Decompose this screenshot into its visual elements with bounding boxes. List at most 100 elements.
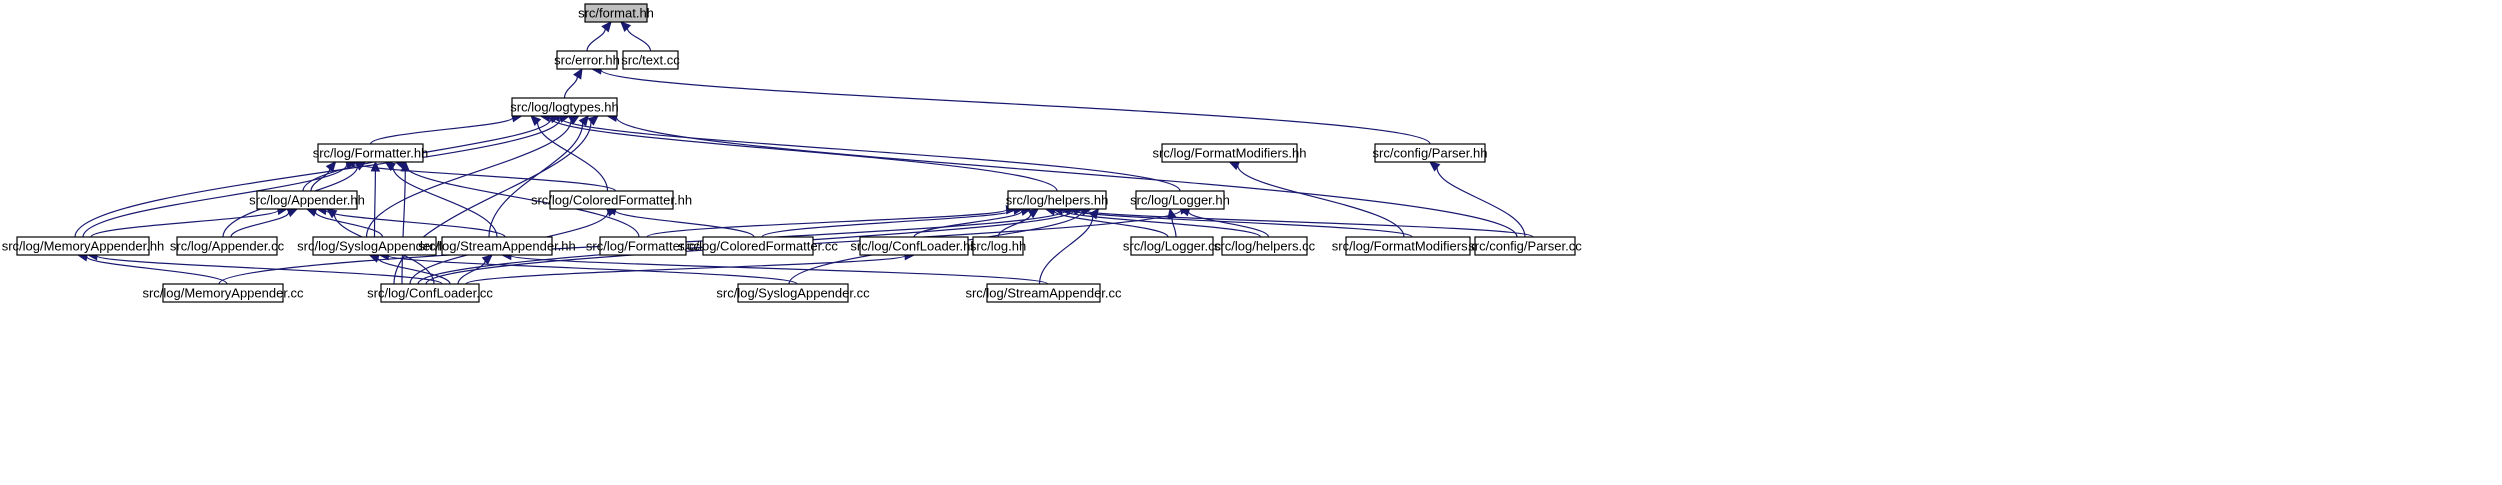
edge-error_hh-to-format_hh [586,21,612,52]
node-config-parser-cc[interactable]: src/config/Parser.cc [1468,236,1582,256]
node-coloredformatter-hh[interactable]: src/log/ColoredFormatter.hh [531,190,692,210]
edge-line [457,260,486,285]
edge-line [82,164,348,238]
arrowhead [325,208,338,219]
edge-line [314,211,384,238]
arrowhead [325,161,337,173]
node-label: src/log/ConfLoader.hh [850,239,977,254]
edge-logger_hh-to-logtypes_hh [548,112,1181,192]
node-confloader-hh[interactable]: src/log/ConfLoader.hh [850,236,978,256]
node-label: src/log/Appender.cc [170,239,285,254]
node-box [312,236,437,256]
node-box [1474,236,1576,256]
edge-logger_cc-to-logger_hh [1167,207,1177,238]
node-box [859,236,969,256]
node-confloader-cc[interactable]: src/log/ConfLoader.cc [367,283,493,303]
edge-text_cc-to-format_hh [620,21,652,52]
node-box [584,3,648,23]
node-config-parser-hh[interactable]: src/config/Parser.hh [1373,143,1488,163]
node-format-hh[interactable]: src/format.hh [578,3,654,23]
edge-coloredformatter_cc-to-coloredformatter_hh [605,206,755,238]
node-box [986,283,1101,303]
node-label: src/log/SyslogAppender.cc [716,286,870,301]
node-box [317,143,424,163]
edge-line [615,116,1518,238]
node-logger-cc[interactable]: src/log/Logger.cc [1123,236,1222,256]
edge-line [1436,167,1526,238]
edge-line [403,164,640,238]
edge-line [373,170,376,238]
node-label: src/log/StreamAppender.cc [965,286,1122,301]
edge-line [465,255,906,285]
edge-line [646,209,1008,238]
node-box [511,97,618,117]
node-label: src/error.hh [554,53,620,68]
edge-appender_hh-to-formatter_hh [310,161,337,192]
edge-line [563,76,578,99]
arrowhead [578,115,590,127]
node-formatter-cc[interactable]: src/log/Formatter.cc [586,236,701,256]
node-label: src/log/ColoredFormatter.hh [531,193,692,208]
node-label: src/log/Formatter.hh [313,146,429,161]
node-helpers-hh[interactable]: src/log/helpers.hh [1006,190,1109,210]
node-box [1130,236,1214,256]
arrowhead [1429,161,1441,172]
arrowhead [286,208,299,218]
arrowhead [587,115,599,126]
arrowhead [530,115,542,127]
edge-line [1069,209,1413,238]
edge-line [377,257,451,285]
arrowhead [384,161,397,172]
edge-line [626,28,652,52]
edge-line [365,120,572,238]
arrowhead [400,160,410,172]
node-box [702,236,814,256]
node-formatmodifiers-hh[interactable]: src/log/FormatModifiers.hh [1153,143,1307,163]
node-box [176,236,278,256]
arrowhead [1167,207,1177,220]
edge-formatter_cc-to-helpers_hh [646,204,1017,238]
node-box [256,190,358,210]
node-box [737,283,849,303]
edge-streamappender_hh-to-formatter_hh [384,161,498,238]
node-box [162,283,284,303]
node-label: src/log/ConfLoader.cc [367,286,493,301]
node-appender-hh[interactable]: src/log/Appender.hh [249,190,365,210]
node-formatmodifiers-cc[interactable]: src/log/FormatModifiers.cc [1332,236,1485,256]
edge-line [401,170,406,285]
arrowhead [481,254,493,265]
node-syslogappender-cc[interactable]: src/log/SyslogAppender.cc [716,283,870,303]
edge-line [1187,211,1270,238]
node-label: src/log/ColoredFormatter.cc [678,239,838,254]
node-appender-cc[interactable]: src/log/Appender.cc [170,236,285,256]
edge-confloader_cc-to-logtypes_hh [393,115,599,285]
node-error-hh[interactable]: src/error.hh [554,50,620,70]
node-syslogappender-hh[interactable]: src/log/SyslogAppender.hh [297,236,452,256]
edge-streamappender_hh-to-logtypes_hh [488,115,590,238]
edge-line [392,166,498,238]
node-label: src/config/Parser.hh [1373,146,1488,161]
node-memoryappender-hh[interactable]: src/log/MemoryAppender.hh [2,236,165,256]
node-memoryappender-cc[interactable]: src/log/MemoryAppender.cc [142,283,304,303]
edge-formatmodifiers_cc-to-helpers_hh [1059,205,1413,238]
node-log-hh[interactable]: src/log.hh [970,236,1026,256]
node-logtypes-hh[interactable]: src/log/logtypes.hh [510,97,619,117]
node-formatter-hh[interactable]: src/log/Formatter.hh [313,143,429,163]
edge-line [1076,208,1534,238]
node-text-cc[interactable]: src/text.cc [621,50,680,70]
arrowhead [601,21,612,33]
node-streamappender-cc[interactable]: src/log/StreamAppender.cc [965,283,1122,303]
edge-confloader_cc-to-formatter_hh [400,160,410,285]
node-coloredformatter-cc[interactable]: src/log/ColoredFormatter.cc [678,236,838,256]
node-box [1221,236,1308,256]
node-streamappender-hh[interactable]: src/log/StreamAppender.hh [418,236,576,256]
node-box [1345,236,1471,256]
edge-config_parser_hh-to-error_hh [590,65,1431,145]
node-helpers-cc[interactable]: src/log/helpers.cc [1214,236,1316,256]
node-box [1374,143,1486,163]
node-label: src/log/MemoryAppender.cc [142,286,304,301]
node-logger-hh[interactable]: src/log/Logger.hh [1130,190,1230,210]
edge-config_parser_cc-to-logtypes_hh [606,112,1518,238]
